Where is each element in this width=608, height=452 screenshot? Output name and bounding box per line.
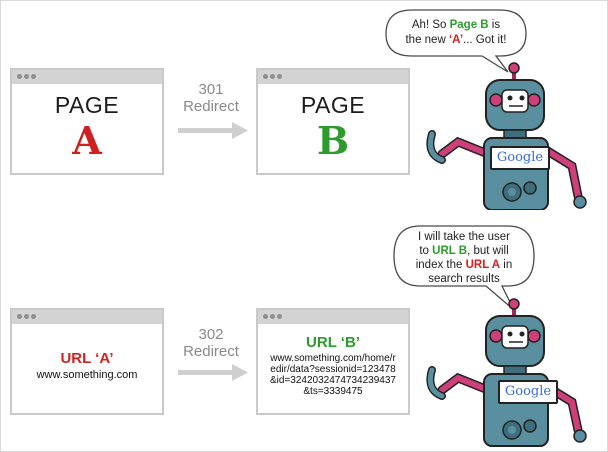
window-dot-icon	[24, 314, 29, 319]
google-robot-icon	[426, 298, 587, 447]
bubble-highlight: ‘A’	[448, 34, 464, 46]
window-dot-icon	[17, 74, 22, 79]
window-dot-icon	[277, 74, 282, 79]
redirect-302-label: 302 Redirect	[172, 326, 250, 360]
url-a-address: www.something.com	[36, 369, 138, 381]
bubble-text: search results	[428, 273, 500, 285]
bubble-text: index the	[415, 259, 466, 271]
page-letter-b: B	[316, 118, 350, 163]
bubble-text: , but will	[467, 245, 509, 257]
bubble-text: Ah! So	[411, 19, 450, 31]
speech-bubble-top: Ah! So Page B is the new ‘A’... Got it!	[384, 8, 528, 74]
bubble-highlight: Page B	[449, 19, 489, 31]
redirect-301-label: 301 Redirect	[172, 81, 250, 115]
window-dot-icon	[17, 314, 22, 319]
window-title-bar	[258, 70, 408, 84]
bubble-text: in	[500, 259, 513, 271]
bubble-text: the new	[405, 34, 449, 46]
page-label: PAGE	[54, 92, 120, 118]
browser-window-page-b: PAGE B	[256, 68, 410, 175]
window-dot-icon	[263, 74, 268, 79]
window-title-bar	[12, 310, 162, 324]
redirect-arrow-icon	[178, 122, 248, 139]
bubble-highlight: URL A	[465, 259, 501, 271]
page-label: PAGE	[300, 92, 366, 118]
redirect-word: Redirect	[183, 343, 239, 360]
window-dot-icon	[277, 314, 282, 319]
redirect-code: 301	[198, 81, 224, 98]
window-dot-icon	[31, 314, 36, 319]
window-dot-icon	[24, 74, 29, 79]
speech-bubble-bottom: I will take the user to URL B, but will …	[392, 224, 536, 312]
url-b-address: www.something.com/home/redir/data?sessio…	[270, 353, 396, 397]
url-a-title: URL ‘A’	[60, 350, 114, 367]
google-robot-icon	[426, 62, 587, 210]
window-title-bar	[258, 310, 408, 324]
window-dot-icon	[270, 74, 275, 79]
bubble-highlight: URL B	[432, 245, 468, 257]
bubble-text: ... Got it!	[463, 34, 507, 46]
bubble-text: is	[488, 19, 501, 31]
page-letter-a: A	[72, 118, 102, 163]
redirect-word: Redirect	[183, 98, 239, 115]
url-b-title: URL ‘B’	[306, 334, 360, 351]
google-badge: Google	[498, 380, 558, 404]
google-badge: Google	[490, 146, 550, 170]
google-badge-text: Google	[504, 384, 552, 399]
redirect-code: 302	[198, 326, 224, 343]
browser-window-url-a: URL ‘A’ www.something.com	[10, 308, 164, 415]
bubble-text: to	[419, 245, 433, 257]
browser-window-url-b: URL ‘B’ www.something.com/home/redir/dat…	[256, 308, 410, 415]
redirect-arrow-icon	[178, 364, 248, 381]
google-badge-text: Google	[496, 150, 544, 165]
browser-window-page-a: PAGE A	[10, 68, 164, 175]
bubble-text: I will take the user	[417, 231, 511, 243]
window-dot-icon	[31, 74, 36, 79]
window-title-bar	[12, 70, 162, 84]
window-dot-icon	[263, 314, 268, 319]
window-dot-icon	[270, 314, 275, 319]
